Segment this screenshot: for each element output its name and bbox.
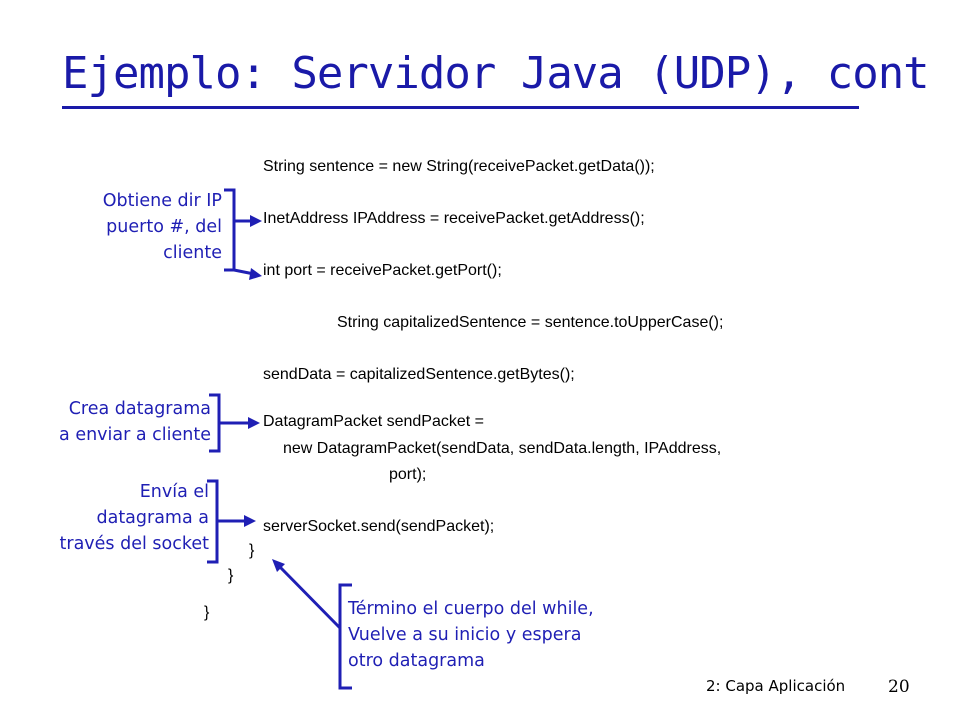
code-line-1: String sentence = new String(receivePack…	[263, 158, 655, 175]
code-line-2: InetAddress IPAddress = receivePacket.ge…	[263, 210, 645, 227]
title-underline	[62, 106, 859, 109]
annotation-line: Crea datagrama	[68, 399, 211, 419]
bracket-create-datagram	[209, 393, 221, 453]
bracket-send-datagram	[207, 479, 219, 564]
arrowhead	[272, 559, 285, 572]
annotation-line: puerto #, del	[106, 217, 222, 237]
annotation-line: otro datagrama	[348, 651, 485, 671]
code-line-8: port);	[389, 466, 427, 483]
annotation-line: a enviar a cliente	[59, 425, 211, 445]
footer-section-label: 2: Capa Aplicación	[706, 677, 846, 695]
annotation-line: Término el cuerpo del while,	[348, 599, 594, 619]
annotation-create-datagram: Crea datagrama a enviar a cliente	[59, 396, 211, 448]
closing-brace-class: }	[204, 604, 210, 621]
code-line-5: sendData = capitalizedSentence.getBytes(…	[263, 366, 575, 383]
annotation-line: través del socket	[59, 534, 209, 554]
code-line-4: String capitalizedSentence = sentence.to…	[337, 314, 724, 331]
annotation-line: datagrama a	[96, 508, 209, 528]
closing-brace-while: }	[249, 542, 255, 559]
arrowhead	[248, 417, 260, 429]
code-line-7: new DatagramPacket(sendData, sendData.le…	[283, 440, 722, 457]
arrowhead	[249, 268, 262, 280]
annotation-line: Envía el	[139, 482, 209, 502]
annotation-send-datagram: Envía el datagrama a través del socket	[60, 479, 209, 557]
annotation-client-address: Obtiene dir IP puerto #, del cliente	[103, 188, 222, 266]
closing-brace-main: }	[228, 567, 234, 584]
slide-title: Ejemplo: Servidor Java (UDP), cont	[62, 48, 930, 99]
code-line-6: DatagramPacket sendPacket =	[263, 413, 485, 430]
annotation-end-of-while: Término el cuerpo del while, Vuelve a su…	[348, 596, 594, 674]
bracket-client-address	[224, 188, 236, 272]
bracket-end-of-while	[338, 583, 352, 690]
arrowhead	[250, 215, 262, 227]
code-line-3: int port = receivePacket.getPort();	[263, 262, 502, 279]
annotation-line: cliente	[163, 243, 222, 263]
annotation-line: Obtiene dir IP	[102, 191, 222, 211]
arrow-to-while-brace	[278, 565, 342, 630]
annotation-line: Vuelve a su inicio y espera	[348, 625, 582, 645]
code-line-9: serverSocket.send(sendPacket);	[263, 518, 495, 535]
page-number: 20	[888, 677, 910, 697]
arrowhead	[244, 515, 256, 527]
